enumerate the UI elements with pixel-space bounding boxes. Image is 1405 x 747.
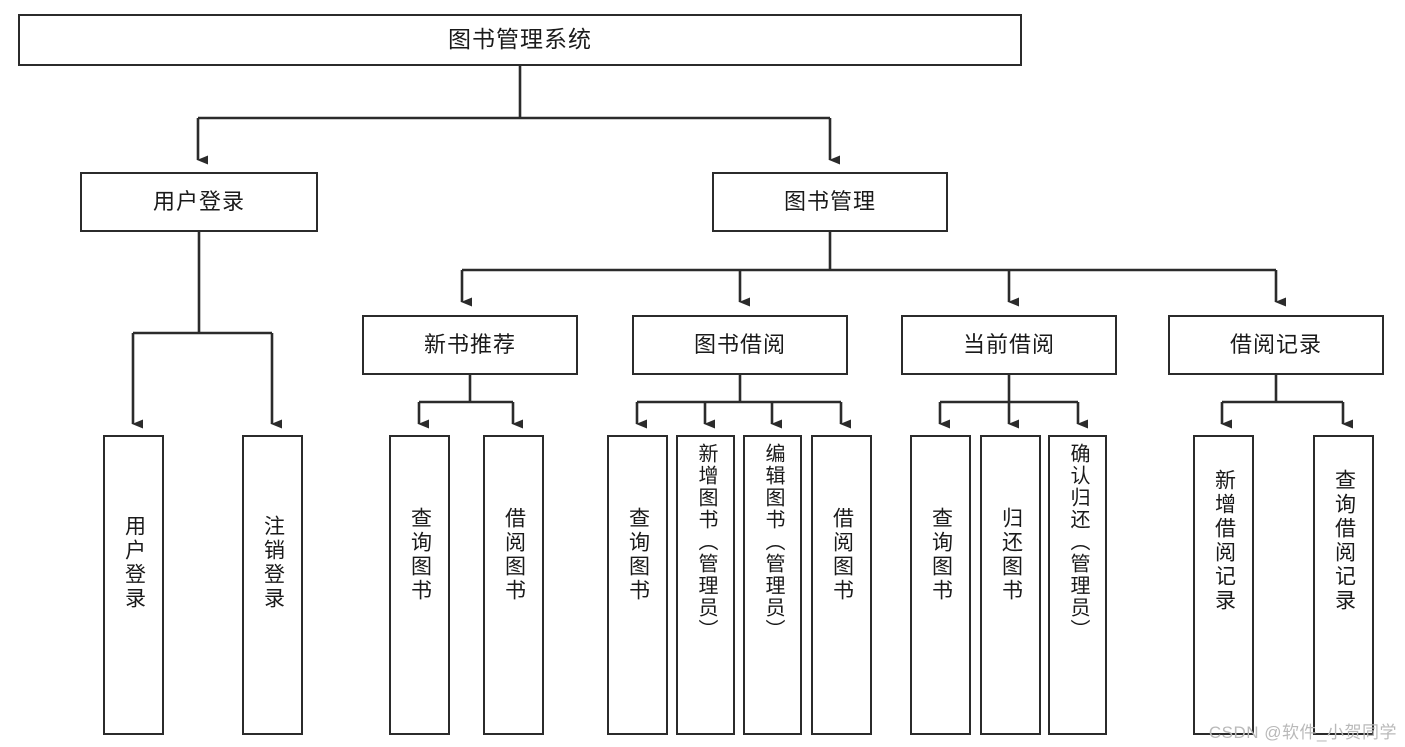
node-book-management[interactable]: 图书管理 bbox=[712, 172, 948, 232]
node-label: 借阅图书 bbox=[830, 507, 854, 603]
leaf-query-book-3[interactable]: 查询图书 bbox=[910, 435, 971, 735]
leaf-query-book-1[interactable]: 查询图书 bbox=[389, 435, 450, 735]
leaf-edit-book-admin[interactable]: 编辑图书（管理员） bbox=[743, 435, 802, 735]
node-label: 图书管理系统 bbox=[448, 26, 592, 53]
leaf-add-borrow-record[interactable]: 新增借阅记录 bbox=[1193, 435, 1254, 735]
node-label: 查询图书 bbox=[929, 507, 953, 603]
node-label: 借阅图书 bbox=[502, 507, 526, 603]
node-book-borrow[interactable]: 图书借阅 bbox=[632, 315, 848, 375]
leaf-query-borrow-record[interactable]: 查询借阅记录 bbox=[1313, 435, 1374, 735]
node-label: 用户登录 bbox=[152, 189, 245, 215]
leaf-add-book-admin[interactable]: 新增图书（管理员） bbox=[676, 435, 735, 735]
node-label: 借阅记录 bbox=[1229, 332, 1322, 358]
leaf-borrow-book-1[interactable]: 借阅图书 bbox=[483, 435, 544, 735]
leaf-borrow-book-2[interactable]: 借阅图书 bbox=[811, 435, 872, 735]
csdn-watermark: CSDN @软件_小贺同学 bbox=[1208, 723, 1397, 742]
leaf-user-login[interactable]: 用户登录 bbox=[103, 435, 164, 735]
node-root-system[interactable]: 图书管理系统 bbox=[18, 14, 1022, 66]
node-label: 图书借阅 bbox=[693, 332, 786, 358]
node-new-book-recommend[interactable]: 新书推荐 bbox=[362, 315, 578, 375]
leaf-query-book-2[interactable]: 查询图书 bbox=[607, 435, 668, 735]
node-label: 用户登录 bbox=[122, 515, 146, 611]
node-label: 新增借阅记录 bbox=[1212, 469, 1236, 613]
node-label: 查询借阅记录 bbox=[1332, 469, 1356, 613]
node-label: 确认归还（管理员） bbox=[1067, 443, 1089, 641]
node-label: 查询图书 bbox=[626, 507, 650, 603]
node-label: 新增图书（管理员） bbox=[695, 443, 717, 641]
node-label: 编辑图书（管理员） bbox=[762, 443, 784, 641]
node-label: 注销登录 bbox=[261, 515, 285, 611]
node-current-borrow[interactable]: 当前借阅 bbox=[901, 315, 1117, 375]
node-label: 新书推荐 bbox=[423, 332, 516, 358]
node-label: 图书管理 bbox=[783, 189, 876, 215]
node-label: 当前借阅 bbox=[962, 332, 1055, 358]
node-user-login[interactable]: 用户登录 bbox=[80, 172, 318, 232]
leaf-logout[interactable]: 注销登录 bbox=[242, 435, 303, 735]
node-label: 归还图书 bbox=[999, 507, 1023, 603]
leaf-return-book[interactable]: 归还图书 bbox=[980, 435, 1041, 735]
node-borrow-record[interactable]: 借阅记录 bbox=[1168, 315, 1384, 375]
leaf-confirm-return-admin[interactable]: 确认归还（管理员） bbox=[1048, 435, 1107, 735]
node-label: 查询图书 bbox=[408, 507, 432, 603]
